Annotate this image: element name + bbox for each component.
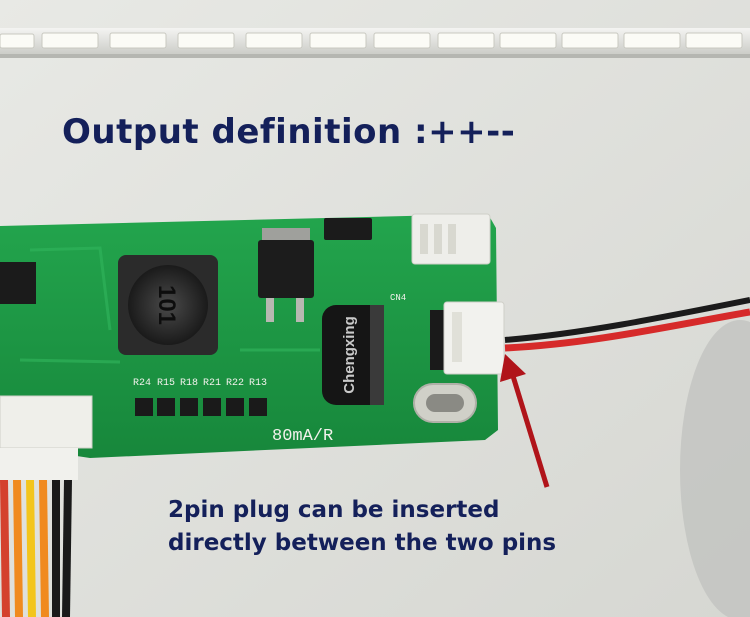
top-connector — [411, 213, 491, 265]
caption-line-2: directly between the two pins — [168, 530, 557, 556]
input-harness — [0, 448, 78, 617]
diode-chip — [324, 218, 372, 240]
shadow-blob — [680, 320, 750, 617]
pointer-arrow — [500, 354, 550, 488]
resistor-label: R24 — [133, 378, 151, 389]
current-rating-label: 80mA/R — [272, 427, 333, 446]
capacitor-brand: Chengxing — [341, 316, 358, 394]
output-wires — [504, 297, 750, 352]
resistor-label: R21 — [203, 378, 221, 389]
output-connector-cn4: CN4 — [390, 293, 505, 375]
controller-ic — [0, 262, 36, 304]
connector-label: CN4 — [390, 293, 406, 303]
driver-board: 101 Chengxing R24 R15 — [0, 213, 505, 458]
page-title: Output definition :++-- — [62, 112, 516, 152]
mosfet — [258, 228, 314, 322]
inductor-marking: 101 — [153, 285, 180, 325]
led-strip — [0, 28, 750, 58]
resistor-label: R18 — [180, 378, 198, 389]
input-connector — [0, 395, 93, 449]
inductor: 101 — [118, 255, 218, 355]
electrolytic-capacitor: Chengxing — [322, 305, 384, 405]
resistor-label: R13 — [249, 378, 267, 389]
resistor-row: R24 R15 R18 R21 R22 R13 — [133, 378, 267, 416]
caption-line-1: 2pin plug can be inserted — [168, 497, 500, 523]
resistor-label: R15 — [157, 378, 175, 389]
resistor-label: R22 — [226, 378, 244, 389]
